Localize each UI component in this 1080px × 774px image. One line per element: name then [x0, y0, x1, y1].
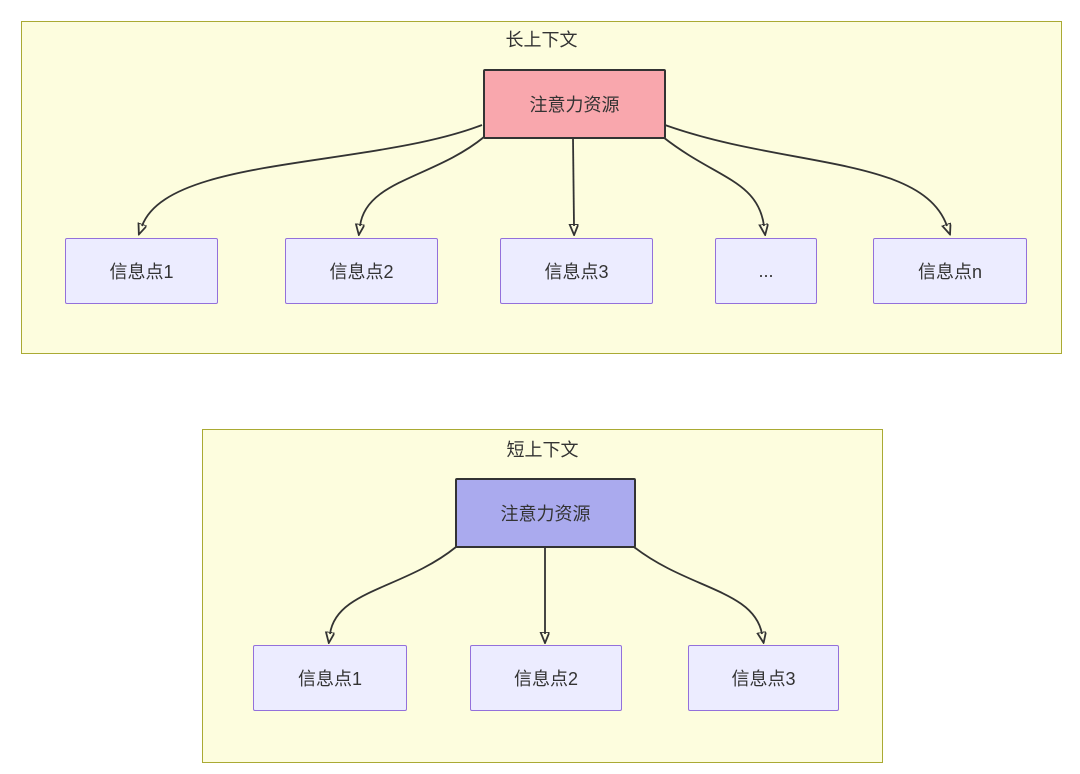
node-attention-short: 注意力资源 [455, 478, 636, 548]
node-info-point-ellipsis: ... [715, 238, 817, 304]
node-attention-long: 注意力资源 [483, 69, 666, 139]
node-info-point-2-long: 信息点2 [285, 238, 438, 304]
subgraph-long-context: 长上下文 注意力资源 信息点1 信息点2 信息点3 ... 信息点n [21, 21, 1062, 354]
node-info-point-n: 信息点n [873, 238, 1027, 304]
subgraph-short-context-title: 短上下文 [506, 440, 579, 460]
node-info-point-1-long: 信息点1 [65, 238, 218, 304]
node-info-point-3-long: 信息点3 [500, 238, 653, 304]
node-info-point-2-short: 信息点2 [470, 645, 622, 711]
node-info-point-1-short: 信息点1 [253, 645, 407, 711]
subgraph-short-context: 短上下文 注意力资源 信息点1 信息点2 信息点3 [202, 429, 883, 763]
node-info-point-3-short: 信息点3 [688, 645, 839, 711]
subgraph-long-context-title: 长上下文 [505, 30, 578, 50]
